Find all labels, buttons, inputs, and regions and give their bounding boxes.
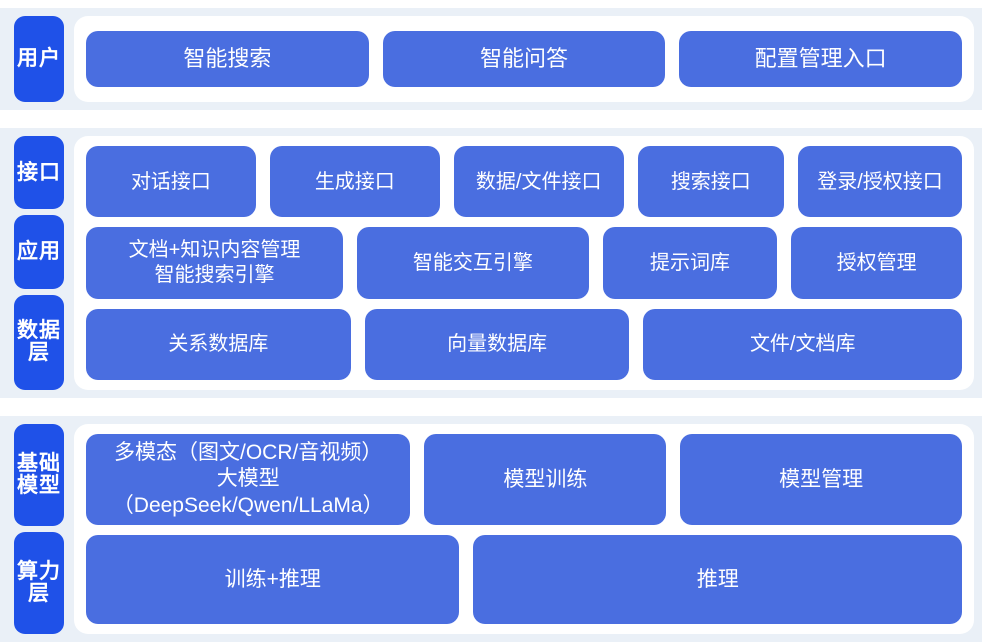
panel-infrastructure-layer: 多模态（图文/OCR/音视频） 大模型（DeepSeek/Qwen/LLaMa）… bbox=[74, 424, 974, 634]
card-smart-qa[interactable]: 智能问答 bbox=[382, 31, 666, 87]
row-interfaces: 对话接口 生成接口 数据/文件接口 搜索接口 登录/授权接口 bbox=[86, 146, 962, 218]
card-generation-interface[interactable]: 生成接口 bbox=[269, 146, 440, 218]
card-multimodal-large-model[interactable]: 多模态（图文/OCR/音视频） 大模型（DeepSeek/Qwen/LLaMa） bbox=[86, 434, 411, 525]
card-document-knowledge-management[interactable]: 文档+知识内容管理 智能搜索引擎 bbox=[86, 227, 343, 299]
side-tag-foundation-model[interactable]: 基础模型 bbox=[14, 424, 64, 526]
panel-user-layer: 智能搜索 智能问答 配置管理入口 bbox=[74, 16, 974, 102]
tag-column-infrastructure-layer: 基础模型 算力层 bbox=[0, 416, 64, 642]
spacer-platform-to-infrastructure bbox=[0, 398, 982, 416]
side-tag-interface[interactable]: 接口 bbox=[14, 136, 64, 210]
card-login-auth-interface[interactable]: 登录/授权接口 bbox=[798, 146, 962, 218]
card-dialog-interface[interactable]: 对话接口 bbox=[86, 146, 256, 218]
card-smart-search[interactable]: 智能搜索 bbox=[86, 31, 369, 87]
block-user-layer: 用户 智能搜索 智能问答 配置管理入口 bbox=[0, 8, 982, 110]
card-config-management-entry[interactable]: 配置管理入口 bbox=[679, 31, 963, 87]
card-file-document-store[interactable]: 文件/文档库 bbox=[643, 308, 962, 380]
spacer-user-to-platform bbox=[0, 110, 982, 128]
row-applications: 文档+知识内容管理 智能搜索引擎 智能交互引擎 提示词库 授权管理 bbox=[86, 227, 962, 299]
tag-column-user-layer: 用户 bbox=[0, 8, 64, 110]
card-smart-interaction-engine[interactable]: 智能交互引擎 bbox=[356, 227, 589, 299]
card-authorization-management[interactable]: 授权管理 bbox=[791, 227, 962, 299]
card-search-interface[interactable]: 搜索接口 bbox=[637, 146, 784, 218]
block-platform-layer: 接口 应用 数据层 对话接口 生成接口 数据/文件接口 搜索接口 登录/授权接口… bbox=[0, 128, 982, 398]
row-compute: 训练+推理 推理 bbox=[86, 534, 962, 624]
card-model-management[interactable]: 模型管理 bbox=[680, 434, 962, 525]
card-data-file-interface[interactable]: 数据/文件接口 bbox=[453, 146, 624, 218]
row-models: 多模态（图文/OCR/音视频） 大模型（DeepSeek/Qwen/LLaMa）… bbox=[86, 434, 962, 525]
side-tag-compute-layer[interactable]: 算力层 bbox=[14, 532, 64, 634]
card-relational-database[interactable]: 关系数据库 bbox=[86, 308, 351, 380]
card-vector-database[interactable]: 向量数据库 bbox=[364, 308, 630, 380]
row-user-entry-points: 智能搜索 智能问答 配置管理入口 bbox=[86, 31, 963, 87]
side-tag-user[interactable]: 用户 bbox=[14, 16, 64, 102]
tag-column-platform-layer: 接口 应用 数据层 bbox=[0, 128, 64, 398]
card-prompt-library[interactable]: 提示词库 bbox=[602, 227, 778, 299]
card-training-and-inference[interactable]: 训练+推理 bbox=[86, 534, 460, 624]
panel-platform-layer: 对话接口 生成接口 数据/文件接口 搜索接口 登录/授权接口 文档+知识内容管理… bbox=[74, 136, 974, 390]
side-tag-application[interactable]: 应用 bbox=[14, 215, 64, 289]
side-tag-data-layer[interactable]: 数据层 bbox=[14, 294, 64, 390]
row-data-stores: 关系数据库 向量数据库 文件/文档库 bbox=[86, 308, 962, 380]
block-infrastructure-layer: 基础模型 算力层 多模态（图文/OCR/音视频） 大模型（DeepSeek/Qw… bbox=[0, 416, 982, 642]
card-model-training[interactable]: 模型训练 bbox=[424, 434, 667, 525]
card-inference[interactable]: 推理 bbox=[473, 534, 962, 624]
top-spacer bbox=[0, 0, 982, 8]
